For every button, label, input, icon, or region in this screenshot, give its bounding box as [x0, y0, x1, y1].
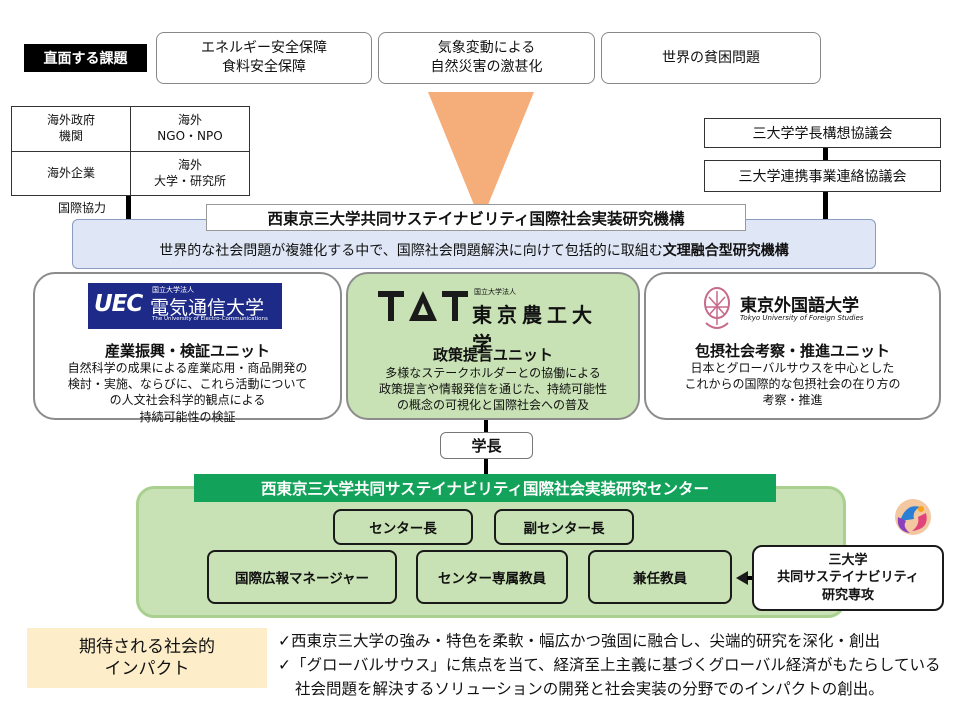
- partner-line: 機関: [58, 129, 83, 143]
- desc-line: の概念の可視化と国際社会への普及: [396, 398, 589, 413]
- joint-program-box: 三大学 共同サステイナビリティ 研究専攻: [752, 545, 944, 611]
- pr-manager-box: 国際広報マネージャー: [207, 550, 397, 604]
- president-center-line: [484, 458, 488, 476]
- partner-line: 大学・研究所: [153, 173, 226, 188]
- vice-director-box: 副センター長: [494, 509, 634, 545]
- issue-line: 世界の貧困問題: [662, 49, 760, 66]
- tat-logo: 国立大学法人 東京農工大学: [374, 287, 606, 356]
- tufs-logo: 東京外国語大学 Tokyo University of Foreign Stud…: [700, 285, 900, 335]
- concurrent-faculty-box: 兼任教員: [588, 550, 732, 604]
- uec-name: 電気通信大学: [150, 297, 265, 319]
- partner-connector-line: [126, 196, 131, 220]
- partner-gov: 海外政府 機関: [12, 107, 131, 152]
- partner-company: 海外企業: [12, 152, 131, 195]
- uec-logo: UEC 国立大学法人 電気通信大学 The University of Elec…: [88, 283, 282, 329]
- partner-univ: 海外 大学・研究所: [131, 152, 249, 195]
- issue-line: エネルギー安全保障: [201, 40, 327, 57]
- uec-english-name: The University of Electro-Communications: [152, 316, 268, 322]
- impact-label: 期待される社会的 インパクト: [27, 628, 267, 688]
- council-institute-line: [823, 192, 828, 219]
- unit-description: 多様なステークホルダーとの協働による 政策提言や情報発信を通じた、持続可能性 の…: [354, 365, 632, 414]
- issues-tag: 直面する課題: [24, 44, 147, 72]
- desc-line: 自然科学の成果による産業応用・商品開発の: [67, 361, 308, 375]
- impact-item: 社会問題を解決するソリューションの開発と社会実装の分野でのインパクトの創出。: [295, 680, 884, 698]
- partner-ngo: 海外 NGO・NPO: [131, 107, 249, 152]
- tat-mark-icon: [378, 291, 468, 321]
- council-connector-line: [823, 148, 828, 160]
- issue-energy-food: エネルギー安全保障 食料安全保障: [156, 32, 372, 84]
- director-box: センター長: [333, 509, 473, 545]
- tufs-name: 東京外国語大学: [740, 296, 859, 316]
- president-box: 学長: [440, 432, 533, 459]
- desc-line: 政策提言や情報発信を通じた、持続可能性: [378, 382, 607, 397]
- institute-desc-bold: 文理融合型研究機構: [662, 243, 789, 259]
- desc-line: 日本とグローバルサウスを中心とした: [690, 361, 895, 375]
- desc-line: これからの国際的な包摂社会の在り方の: [684, 377, 901, 392]
- unit-description: 日本とグローバルサウスを中心とした これからの国際的な包摂社会の在り方の 考察・…: [652, 360, 933, 409]
- program-line: 研究専攻: [821, 587, 874, 603]
- arrow-left-icon: [736, 571, 748, 585]
- dedicated-faculty-box: センター専属教員: [416, 550, 568, 604]
- issue-line: 気象変動による: [437, 40, 536, 57]
- impact-label-line: 期待される社会的: [79, 636, 215, 657]
- tufs-emblem-icon: [704, 287, 730, 329]
- program-arrow-shaft: [747, 576, 755, 580]
- impact-item: ✓「グローバルサウス」に焦点を当て、経済至上主義に基づくグローバル経済がもたらし…: [278, 656, 941, 674]
- institute-desc-prefix: 世界的な社会問題が複雑化する中で、国際社会問題解決に向けて包括的に取組む: [159, 243, 663, 259]
- desc-line: 多様なステークホルダーとの協働による: [385, 366, 601, 380]
- impact-item: ✓西東京三大学の強み・特色を柔軟・幅広かつ強固に融合し、尖端的研究を深化・創出: [278, 632, 880, 650]
- tat-small-label: 国立大学法人: [474, 288, 516, 296]
- program-logo-icon: [895, 499, 931, 535]
- partner-line: NGO・NPO: [157, 129, 223, 143]
- partner-line: 海外政府: [46, 113, 95, 128]
- overseas-partners-grid: 海外政府 機関 海外 NGO・NPO 海外企業 海外 大学・研究所: [11, 106, 250, 196]
- partner-line: 海外: [177, 113, 202, 128]
- uec-small-label: 国立大学法人: [152, 286, 194, 294]
- issue-line: 自然災害の激甚化: [430, 59, 543, 75]
- liaison-council-box: 三大学連携事業連絡協議会: [704, 160, 941, 192]
- unit-president-line: [484, 420, 488, 434]
- tufs-english-name: Tokyo University of Foreign Studies: [740, 314, 864, 322]
- president-council-box: 三大学学長構想協議会: [704, 118, 941, 148]
- desc-line: 考察・推進: [762, 393, 823, 408]
- center-title: 西東京三大学共同サステイナビリティ国際社会実装研究センター: [194, 474, 776, 502]
- desc-line: 検討・実施、ならびに、これら活動について: [67, 377, 308, 392]
- uec-mark: UEC: [94, 291, 143, 317]
- unit-title: 産業振興・検証ユニット: [104, 342, 270, 360]
- partner-line: 海外企業: [46, 165, 95, 180]
- program-line: 三大学: [828, 552, 868, 568]
- unit-uec: 産業振興・検証ユニット 自然科学の成果による産業応用・商品開発の 検討・実施、な…: [33, 272, 342, 424]
- issue-line: 食料安全保障: [222, 59, 306, 75]
- unit-title: 包摂社会考察・推進ユニット: [694, 342, 890, 360]
- unit-tufs: 包摂社会考察・推進ユニット 日本とグローバルサウスを中心とした これからの国際的…: [644, 272, 941, 420]
- desc-line: の人文社会科学的観点による: [109, 393, 266, 408]
- issue-funnel-triangle: [428, 92, 534, 222]
- desc-line: 持続可能性の検証: [139, 409, 236, 424]
- intl-coop-label: 国際協力: [58, 201, 107, 215]
- impact-label-line: インパクト: [104, 659, 190, 679]
- institute-title: 西東京三大学共同サステイナビリティ国際社会実装研究機構: [206, 204, 746, 231]
- issue-poverty: 世界の貧困問題: [601, 32, 821, 84]
- unit-description: 自然科学の成果による産業応用・商品開発の 検討・実施、ならびに、これら活動につい…: [41, 360, 334, 425]
- institute-description: 世界的な社会問題が複雑化する中で、国際社会問題解決に向けて包括的に取組む文理融合…: [159, 240, 788, 260]
- program-line: 共同サステイナビリティ: [777, 570, 919, 586]
- tat-name: 東京農工大学: [472, 303, 597, 356]
- unit-title: 政策提言ユニット: [432, 346, 553, 364]
- issue-climate: 気象変動による 自然災害の激甚化: [378, 32, 595, 84]
- partner-line: 海外: [177, 157, 202, 172]
